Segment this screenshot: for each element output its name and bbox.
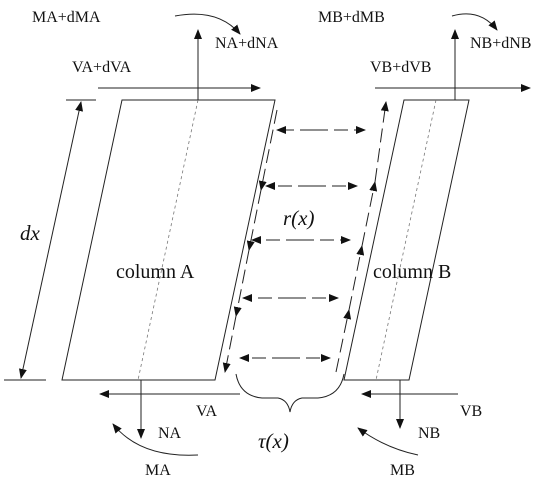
column-a-centerline [137, 99, 199, 381]
shear-flow-a-arrow-4 [222, 315, 237, 373]
moment-b-top-arrow [451, 13, 498, 31]
column-a-label: column A [116, 261, 195, 283]
distributed-force-label: r(x) [283, 206, 314, 230]
axial-a-top-label: NA+dNA [215, 35, 279, 52]
axial-b-top-label: NB+dNB [470, 35, 531, 52]
moment-b-top-label: MB+dMB [318, 9, 385, 26]
axial-b-bottom-label: NB [418, 425, 440, 442]
dx-dimension-line-down [19, 239, 52, 379]
dx-dimension-line-up [50, 101, 83, 241]
shear-b-bottom-label: VB [460, 403, 482, 420]
shear-b-top-label: VB+dVB [370, 59, 431, 76]
shear-flow-b-arrow-1 [335, 309, 352, 373]
shear-flow-a-arrow-3 [233, 249, 250, 317]
moment-b-bottom-label: MB [390, 462, 415, 479]
moment-a-top-label: MA+dMA [32, 9, 101, 26]
dx-label: dx [20, 221, 41, 245]
shear-a-top-label: VA+dVA [72, 59, 132, 76]
column-b-outline [343, 99, 470, 381]
shear-flow-brace [235, 373, 345, 413]
shear-flow-b-arrow-3 [361, 181, 378, 247]
shear-flow-a-arrow-1 [258, 109, 278, 191]
shear-a-bottom-label: VA [196, 403, 217, 420]
moment-a-bottom-arrow [112, 423, 199, 456]
column-b-label: column B [373, 261, 451, 283]
shear-flow-label: τ(x) [258, 429, 289, 453]
moment-b-bottom-arrow [357, 427, 419, 456]
column-a-outline [61, 99, 276, 381]
shear-flow-b-arrow-4 [374, 101, 389, 183]
column-b-centerline [375, 99, 437, 381]
shear-flow-a-arrow-2 [246, 189, 262, 251]
moment-a-top-arrow [174, 13, 241, 35]
shear-flow-b-arrow-2 [348, 245, 365, 311]
moment-a-bottom-label: MA [145, 462, 171, 479]
axial-a-bottom-label: NA [158, 425, 182, 442]
